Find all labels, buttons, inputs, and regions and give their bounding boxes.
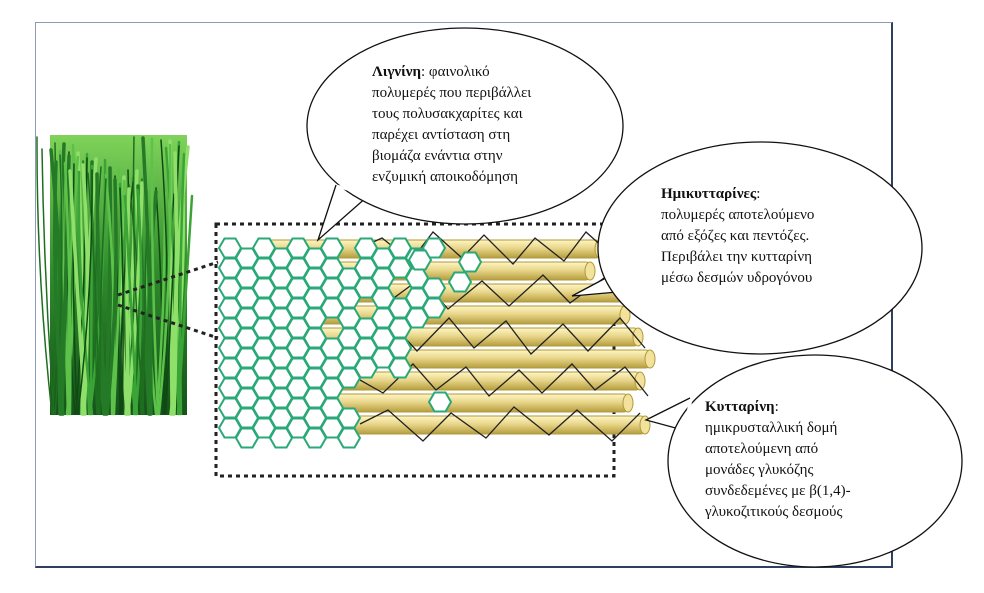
cellulose-line-1: αποτελούμενη από bbox=[705, 441, 819, 457]
grass-blade bbox=[150, 137, 160, 416]
grass-blade bbox=[141, 136, 153, 416]
grass-blade bbox=[60, 154, 71, 416]
lignin-line-1: πολυμερές που περιβάλλει bbox=[372, 85, 532, 101]
lignin-hexagon bbox=[387, 357, 413, 379]
lignin-hexagon bbox=[427, 391, 453, 413]
rod-end bbox=[644, 349, 656, 369]
lignin-hexagon bbox=[336, 407, 362, 429]
grass-blade bbox=[155, 187, 164, 415]
grass-blade bbox=[105, 178, 118, 416]
grass-blade bbox=[112, 179, 126, 416]
lignin-hexagon bbox=[421, 277, 447, 299]
grass-blade bbox=[54, 154, 63, 415]
lignin-hexagon bbox=[457, 251, 483, 273]
cellulose-line-0: ημικρυσταλλική δομή bbox=[705, 420, 838, 436]
hemicellulose-line-0: πολυμερές αποτελούμενο bbox=[661, 207, 815, 223]
hemicellulose-sep: : bbox=[756, 186, 761, 202]
grass-blade bbox=[123, 194, 139, 416]
grass-blade bbox=[172, 151, 179, 416]
hemicellulose-bubble bbox=[571, 141, 923, 355]
hemicellulose-line-3: μέσω δεσμών υδρογόνου bbox=[661, 270, 813, 286]
grass-blade bbox=[125, 187, 131, 416]
lignin-sep: : bbox=[421, 64, 429, 80]
grass-photo bbox=[36, 135, 194, 416]
grass-blade bbox=[160, 139, 168, 415]
rod-end bbox=[584, 261, 596, 281]
cellulose-sep: : bbox=[774, 399, 779, 415]
lignin-bubble bbox=[306, 27, 624, 243]
grass-blade bbox=[63, 161, 72, 416]
grass-blade bbox=[41, 148, 55, 415]
grass-blade bbox=[53, 160, 65, 416]
cellulose-line-4: γλυκοζιτικούς δεσμούς bbox=[705, 504, 843, 520]
grass-blade bbox=[72, 163, 78, 415]
hemicellulose-chain bbox=[359, 406, 641, 442]
rod-end bbox=[632, 327, 644, 347]
lignin-hexagon bbox=[336, 427, 362, 449]
lignin-line-3: παρέχει αντίσταση στη bbox=[372, 127, 511, 143]
cellulose-bubble bbox=[644, 354, 963, 568]
lignin-hexagon bbox=[421, 237, 447, 259]
grass-blade bbox=[119, 187, 124, 415]
lignin-hexagon bbox=[319, 237, 345, 259]
grass-blade bbox=[77, 169, 93, 415]
lignin-label: Λιγνίνη: φαινολικό πολυμερές που περιβάλλ… bbox=[372, 62, 607, 188]
cellulose-line-2: μονάδες γλυκόζης bbox=[705, 462, 814, 478]
lignin-line-5: ενζυμική αποικοδόμηση bbox=[372, 169, 519, 185]
lignin-hexagon bbox=[447, 271, 473, 293]
rod-end bbox=[634, 371, 646, 391]
lignin-title: Λιγνίνη bbox=[372, 64, 421, 80]
cellulose-title: Κυτταρίνη bbox=[705, 399, 775, 415]
cellulose-label: Κυτταρίνη: ημικρυσταλλική δομή αποτελούμεν… bbox=[705, 397, 925, 523]
hemicellulose-line-2: Περιβάλει την κυτταρίνη bbox=[661, 249, 812, 265]
grass-blade bbox=[134, 188, 143, 416]
lignin-line-2: τους πολυσακχαρίτες και bbox=[372, 106, 523, 122]
lignin-hexagons bbox=[217, 237, 483, 449]
lignin-line-4: βιομάζα ενάντια στην bbox=[372, 148, 503, 164]
grass-blade bbox=[132, 136, 145, 415]
grass-blade bbox=[95, 172, 108, 416]
lignin-hexagon bbox=[407, 249, 433, 271]
grass-blade bbox=[68, 169, 87, 416]
grass-blade bbox=[36, 136, 53, 415]
cellulose-line-3: συνδεδεμένες με β(1,4)- bbox=[705, 483, 851, 499]
hemicellulose-title: Ημικυτταρίνες bbox=[661, 186, 757, 202]
lignin-line-0: φαινολικό bbox=[428, 64, 490, 80]
grass-blade bbox=[178, 152, 186, 416]
grass-blade bbox=[103, 166, 113, 416]
connector-lines bbox=[117, 260, 219, 340]
rod-end bbox=[622, 393, 634, 413]
lignin-hexagon bbox=[421, 297, 447, 319]
lignin-hexagon bbox=[387, 337, 413, 359]
grass-blade bbox=[126, 181, 144, 416]
grass-blade bbox=[81, 163, 90, 416]
hemicellulose-line-1: από εξόζες και πεντόζες. bbox=[661, 228, 810, 244]
grass-blade bbox=[99, 178, 107, 415]
grass-blade bbox=[77, 170, 94, 416]
grass-blade bbox=[157, 143, 172, 416]
hemicellulose-label: Ημικυτταρίνες: πολυμερές αποτελούμενο από … bbox=[661, 184, 881, 289]
grass-blade bbox=[75, 157, 88, 415]
grass-blade bbox=[87, 172, 100, 415]
